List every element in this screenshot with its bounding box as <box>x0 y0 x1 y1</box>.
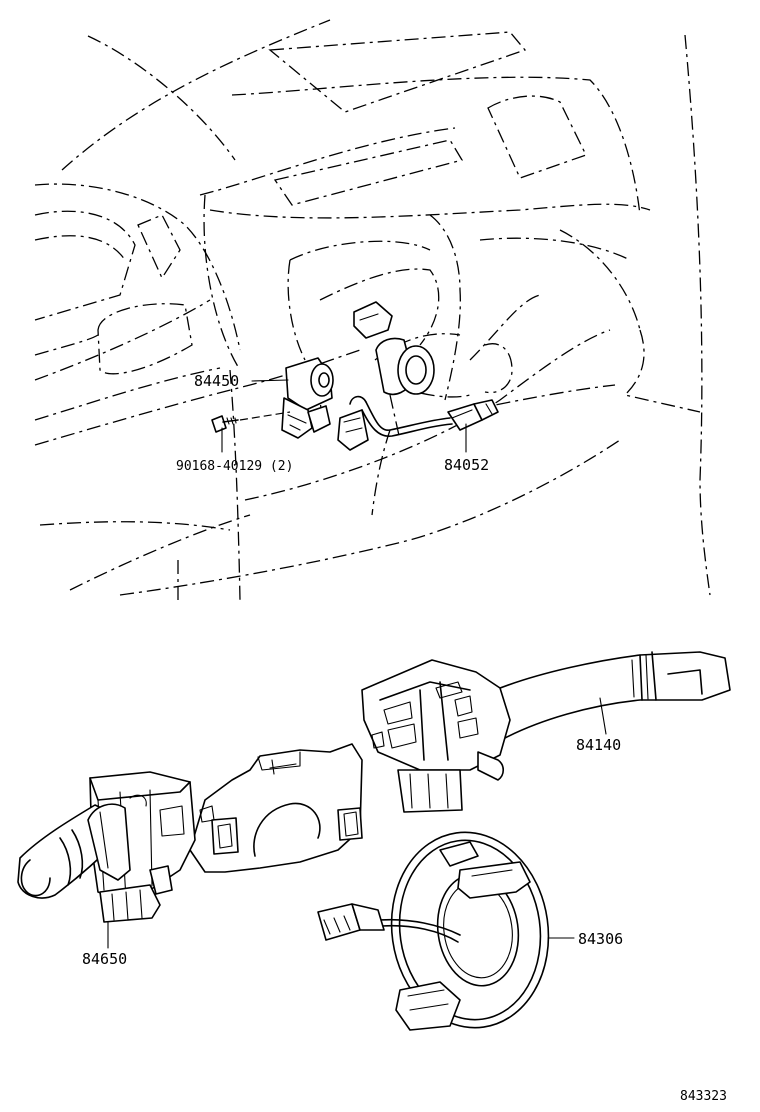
warning-switch-drawing <box>337 395 499 451</box>
turn-signal-switch-drawing <box>361 651 731 813</box>
leader-lines-top <box>221 379 467 453</box>
wiper-switch-drawing <box>17 771 196 923</box>
spiral-cable-drawing <box>317 831 550 1031</box>
label-84306: 84306 <box>578 930 623 948</box>
label-84140: 84140 <box>576 736 621 754</box>
leader-lines-bottom <box>107 697 607 949</box>
diagram-id-label: 843323 <box>680 1089 727 1104</box>
label-84052: 84052 <box>444 456 489 474</box>
label-84450: 84450 <box>194 372 239 390</box>
screw-drawing <box>211 411 291 433</box>
ignition-switch-drawing <box>281 301 435 439</box>
label-84650: 84650 <box>82 950 127 968</box>
label-90168-40129: 90168-40129 (2) <box>176 459 293 474</box>
switch-bracket-drawing <box>189 743 363 873</box>
dashboard-outline <box>34 19 711 601</box>
